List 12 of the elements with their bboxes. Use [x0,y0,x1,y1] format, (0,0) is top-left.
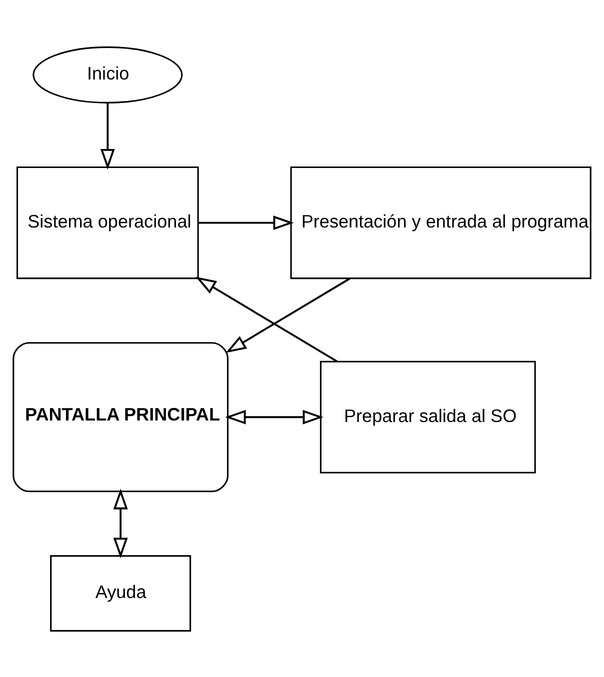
arrow [113,488,128,558]
node-box: Sistema operacional [16,166,199,279]
arrow [225,409,324,424]
node-box: PANTALLA PRINCIPAL [12,342,229,492]
node-ellipse: Inicio [32,46,183,103]
arrow [100,102,115,170]
arrow [198,215,294,230]
arrow [196,276,338,362]
node-box: Ayuda [50,554,192,632]
arrow [226,277,350,352]
node-box: Preparar salida al SO [320,360,536,473]
node-box: Presentación y entrada al programa [290,166,592,279]
